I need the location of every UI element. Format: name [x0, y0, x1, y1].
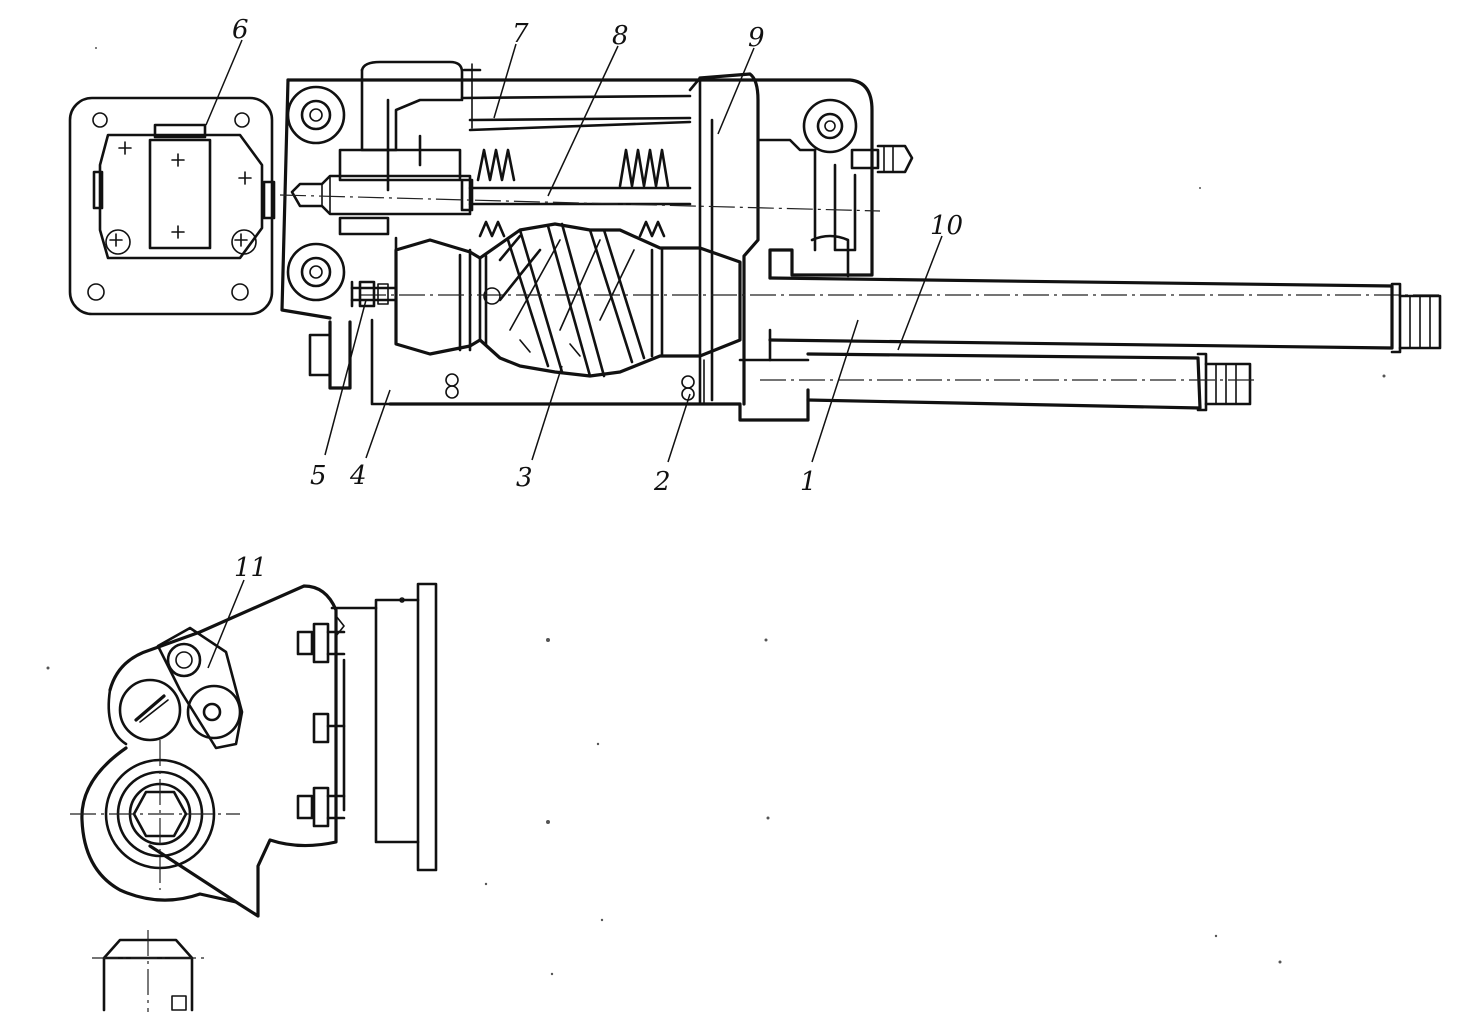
callout-2: 2 — [653, 467, 671, 497]
part-5-adjusting-screw — [350, 280, 398, 308]
part-6-cover-plate — [68, 96, 276, 316]
callout-4: 4 — [349, 461, 367, 491]
part-8-rod — [279, 174, 881, 216]
part-7-springs — [460, 63, 692, 238]
callout-10: 10 — [930, 211, 963, 241]
callout-1: 1 — [800, 467, 817, 497]
part-11-lever: 11 — [156, 553, 267, 750]
callout-6: 6 — [232, 15, 249, 45]
callout-5: 5 — [310, 461, 327, 491]
callout-8: 8 — [612, 21, 629, 51]
section-detail — [92, 930, 204, 1012]
plate-bolts — [296, 615, 346, 828]
part-10-output-shaft — [768, 276, 1442, 354]
mounting-plate — [330, 582, 438, 872]
scan-specks — [46, 47, 1386, 976]
lower-view: 11 — [70, 553, 438, 1012]
callout-9: 9 — [748, 23, 765, 53]
bracket-body — [107, 584, 338, 918]
cam-hub — [70, 740, 240, 904]
upper-view: 6 7 8 9 10 5 4 3 2 1 — [68, 15, 1442, 497]
upper-leader-lines — [205, 39, 943, 463]
main-housing — [280, 60, 914, 422]
callout-11: 11 — [234, 553, 267, 583]
upper-callouts: 6 7 8 9 10 5 4 3 2 1 — [232, 15, 963, 497]
part-3-worm-gear — [360, 222, 1440, 405]
part-1-shaft — [760, 352, 1258, 412]
callout-7: 7 — [512, 19, 529, 49]
callout-3: 3 — [516, 463, 533, 493]
